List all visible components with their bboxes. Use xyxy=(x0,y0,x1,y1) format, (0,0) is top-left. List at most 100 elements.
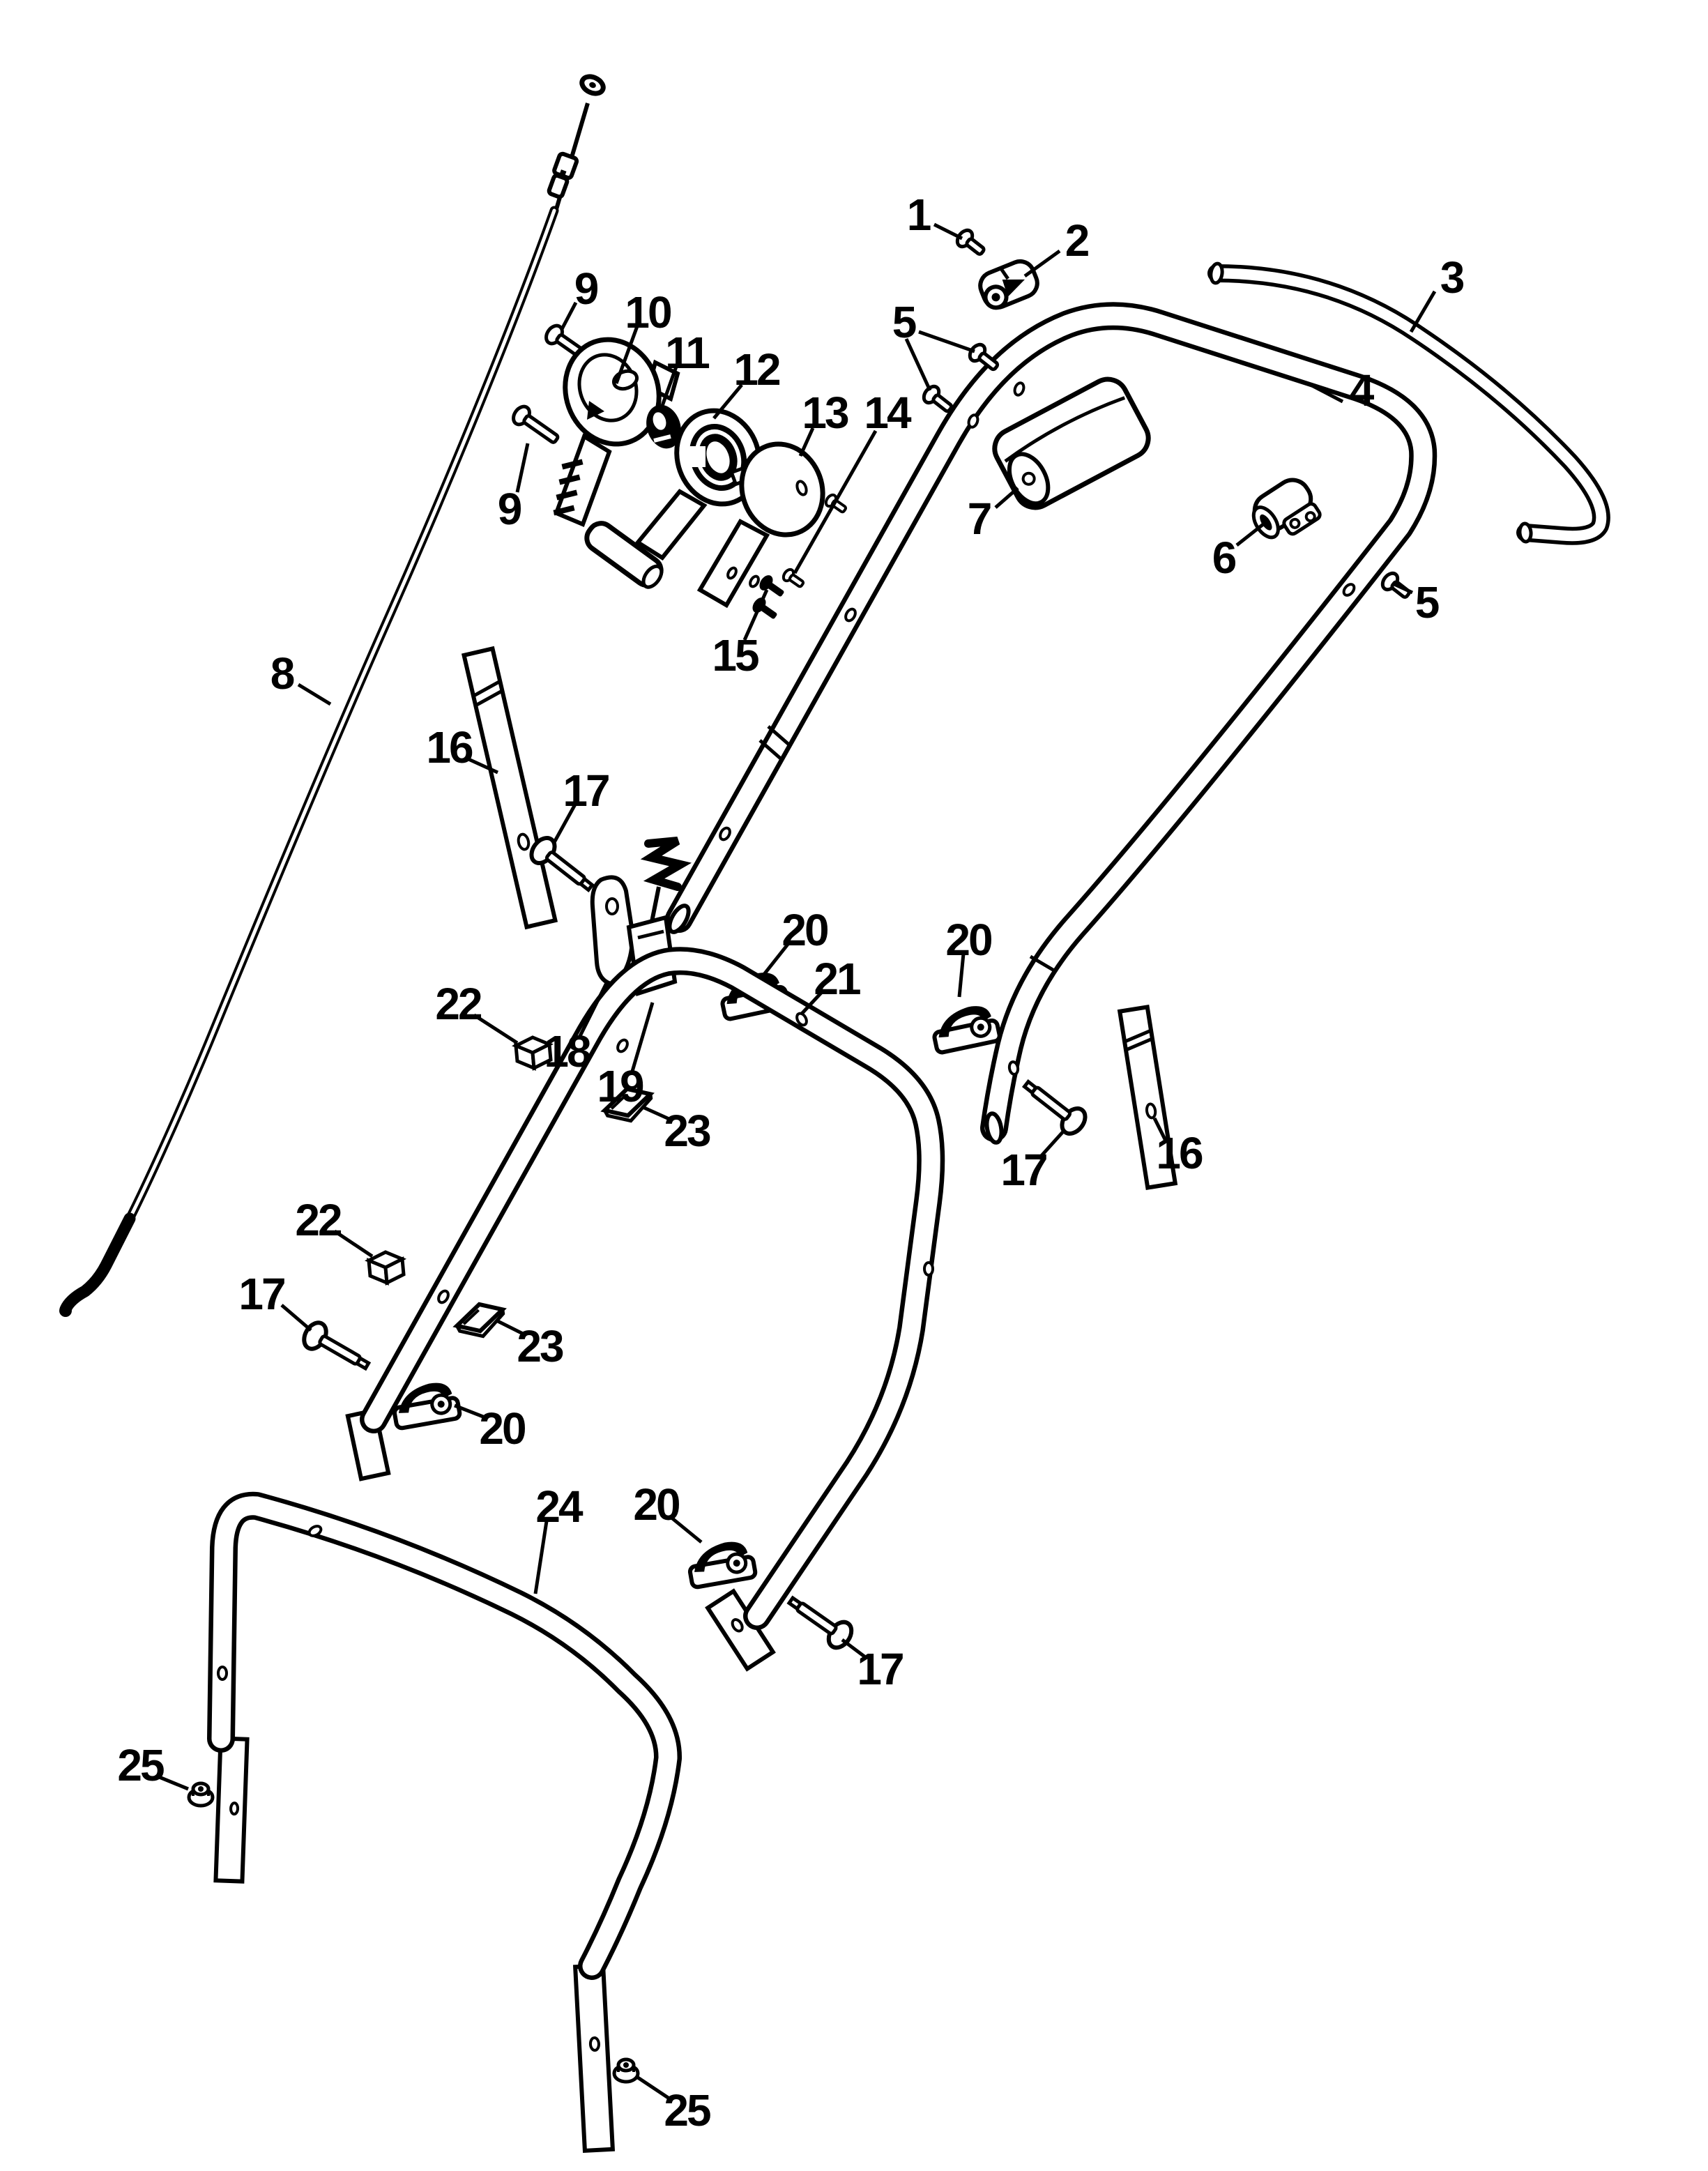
callout-18-leader-0 xyxy=(577,982,609,1040)
square-spacer-2 xyxy=(364,1250,407,1286)
mounting-hole xyxy=(844,607,857,623)
callout-25-label: 25 xyxy=(664,2085,710,2135)
callout-2-label: 2 xyxy=(1065,215,1089,266)
callout-7-label: 7 xyxy=(968,494,991,544)
cable-top-fitting xyxy=(579,74,606,96)
callout-5-leader-1 xyxy=(904,337,932,392)
tube-break-mark xyxy=(758,739,784,761)
callout-20-leader-0 xyxy=(454,1403,487,1420)
callout-20-label: 20 xyxy=(781,905,828,955)
callout-10-leader-0 xyxy=(614,326,639,384)
mounting-hole xyxy=(719,826,731,841)
diamond-plate-2 xyxy=(452,1302,507,1339)
callout-22-leader-0 xyxy=(333,1229,374,1258)
callout-4-label: 4 xyxy=(1350,365,1375,416)
mounting-hole xyxy=(923,1261,934,1277)
handle-flat-end xyxy=(213,1736,250,1884)
square-spacer-1 xyxy=(511,1035,554,1071)
tube-open-end xyxy=(984,1111,1004,1145)
mounting-hole xyxy=(795,1012,808,1027)
callout-17-leader-0 xyxy=(551,802,578,845)
callout-20-leader-0 xyxy=(957,953,966,998)
callout-17-label: 17 xyxy=(563,765,609,816)
callout-17-label: 17 xyxy=(1000,1145,1046,1195)
cable-adjuster xyxy=(547,151,579,199)
callout-21-label: 21 xyxy=(814,954,860,1004)
mounting-hole xyxy=(1342,583,1356,597)
upper-handle-tube xyxy=(665,302,1438,1145)
throttle-spring xyxy=(646,404,681,449)
callout-20-label: 20 xyxy=(633,1479,679,1530)
callout-8-leader-0 xyxy=(297,683,332,706)
callout-24-label: 24 xyxy=(535,1481,584,1532)
flange-nut-1 xyxy=(187,1781,215,1808)
callout-9-leader-0 xyxy=(515,443,530,493)
mounting-hole xyxy=(1013,381,1025,397)
tube-open-end xyxy=(667,904,691,934)
callout-23-leader-0 xyxy=(641,1105,672,1122)
callout-17-label: 17 xyxy=(238,1269,284,1319)
callout-18-label: 18 xyxy=(544,1026,590,1076)
screw-5b xyxy=(922,384,954,413)
mounting-hole xyxy=(616,1038,629,1053)
callout-11-leader-0 xyxy=(660,366,678,406)
callout-1-leader-0 xyxy=(933,222,963,241)
bolt-9b xyxy=(512,404,560,444)
callout-13-label: 13 xyxy=(802,388,848,438)
callout-17-leader-0 xyxy=(841,1638,866,1658)
handle-strap-left xyxy=(461,646,558,930)
callout-20-leader-0 xyxy=(669,1516,703,1544)
callout-25-leader-0 xyxy=(634,2074,671,2101)
callout-17-leader-0 xyxy=(1037,1129,1065,1160)
mounting-hole xyxy=(217,1666,228,1681)
callout-14-label: 14 xyxy=(864,388,912,438)
cable-clip xyxy=(1251,478,1322,540)
flange-nut-2 xyxy=(612,2057,640,2084)
callout-7-leader-0 xyxy=(994,487,1019,509)
callout-11-label: 11 xyxy=(665,328,709,378)
callout-20-leader-0 xyxy=(761,941,791,977)
cam-lock-lever-4 xyxy=(687,1541,758,1590)
callout-20-label: 20 xyxy=(945,915,991,965)
callout-6-label: 6 xyxy=(1212,533,1236,583)
throttle-cable xyxy=(59,74,606,1317)
callout-21-leader-0 xyxy=(800,991,823,1015)
callout-17-leader-0 xyxy=(280,1304,312,1332)
pin-14b xyxy=(781,567,805,588)
wire-clamp xyxy=(978,259,1039,310)
mounting-hole xyxy=(967,413,979,429)
callout-23-label: 23 xyxy=(517,1321,563,1371)
callout-6-leader-0 xyxy=(1235,523,1265,547)
diamond-plate-1 xyxy=(600,1086,655,1123)
callout-20-label: 20 xyxy=(479,1403,525,1454)
callout-10-label: 10 xyxy=(625,287,671,337)
tube-break-mark xyxy=(1029,954,1055,973)
callout-5-label: 5 xyxy=(892,297,916,347)
callout-25-label: 25 xyxy=(117,1740,164,1790)
callout-5-leader-0 xyxy=(918,330,975,353)
rod-open-end xyxy=(1209,261,1224,285)
mounting-hole xyxy=(437,1289,450,1304)
callout-16-leader-0 xyxy=(466,756,499,775)
callout-19-leader-0 xyxy=(630,1002,655,1074)
carriage-bolt-17c xyxy=(1021,1079,1088,1136)
middle-handle-tube xyxy=(345,947,945,1672)
callout-5-label: 5 xyxy=(1415,577,1439,627)
callout-15-leader-0 xyxy=(742,588,769,641)
callout-2-leader-0 xyxy=(1023,249,1061,278)
callout-16-label: 16 xyxy=(1156,1128,1203,1178)
cam-lock-lever-3 xyxy=(392,1382,462,1431)
handle-strap-right xyxy=(1117,1005,1178,1190)
callout-13-leader-0 xyxy=(798,427,815,457)
mounting-hole xyxy=(1007,1060,1020,1076)
callout-5-leader-0 xyxy=(1393,582,1414,595)
callout-12-leader-0 xyxy=(712,383,743,420)
throttle-cover xyxy=(696,441,825,609)
callout-9-leader-0 xyxy=(560,301,578,330)
callout-1-label: 1 xyxy=(907,190,931,240)
callout-3-label: 3 xyxy=(1440,252,1464,303)
carriage-bolt-17a xyxy=(529,836,595,893)
